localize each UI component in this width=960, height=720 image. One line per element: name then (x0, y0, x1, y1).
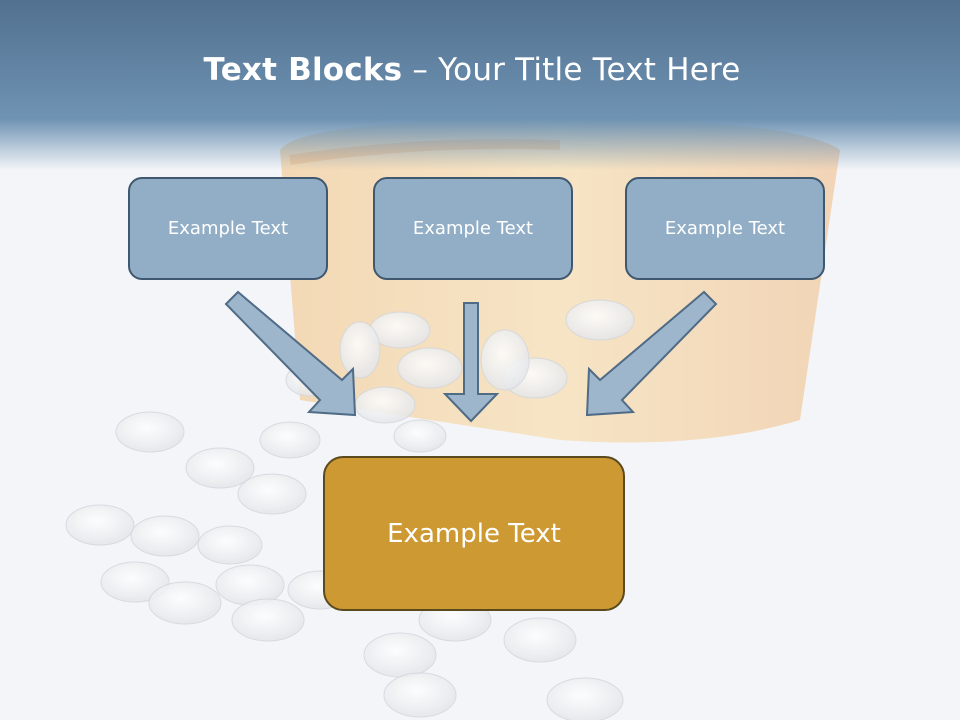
text-block-3-label: Example Text (664, 218, 786, 239)
text-block-2-label: Example Text (412, 218, 534, 239)
text-block-1-label: Example Text (167, 218, 289, 239)
pill (339, 321, 381, 379)
pill (130, 515, 200, 557)
pill (100, 561, 170, 603)
text-block-2[interactable]: Example Text (373, 177, 573, 280)
pill (65, 504, 135, 546)
pill (503, 617, 577, 663)
target-block-label: Example Text (387, 518, 561, 549)
pill (148, 581, 222, 625)
pill (480, 329, 530, 391)
title-separator: – (402, 52, 439, 88)
pill (259, 421, 321, 459)
pill (393, 419, 447, 453)
pill (197, 525, 263, 565)
pill (185, 447, 255, 489)
title-bold: Text Blocks (203, 52, 403, 88)
arrow-left (224, 290, 357, 417)
text-block-3[interactable]: Example Text (625, 177, 825, 280)
arrow-middle (442, 302, 500, 423)
slide-title: Text Blocks – Your Title Text Here (0, 52, 944, 88)
pill (237, 473, 307, 515)
pill (565, 299, 635, 341)
pill (397, 347, 463, 389)
target-block[interactable]: Example Text (323, 456, 625, 611)
pill (231, 598, 305, 642)
header-band (0, 0, 960, 170)
text-block-1[interactable]: Example Text (128, 177, 328, 280)
pill (383, 672, 457, 718)
arrow-right (585, 290, 718, 417)
pill (115, 411, 185, 453)
pill (546, 677, 624, 720)
title-rest: Your Title Text Here (438, 52, 741, 88)
